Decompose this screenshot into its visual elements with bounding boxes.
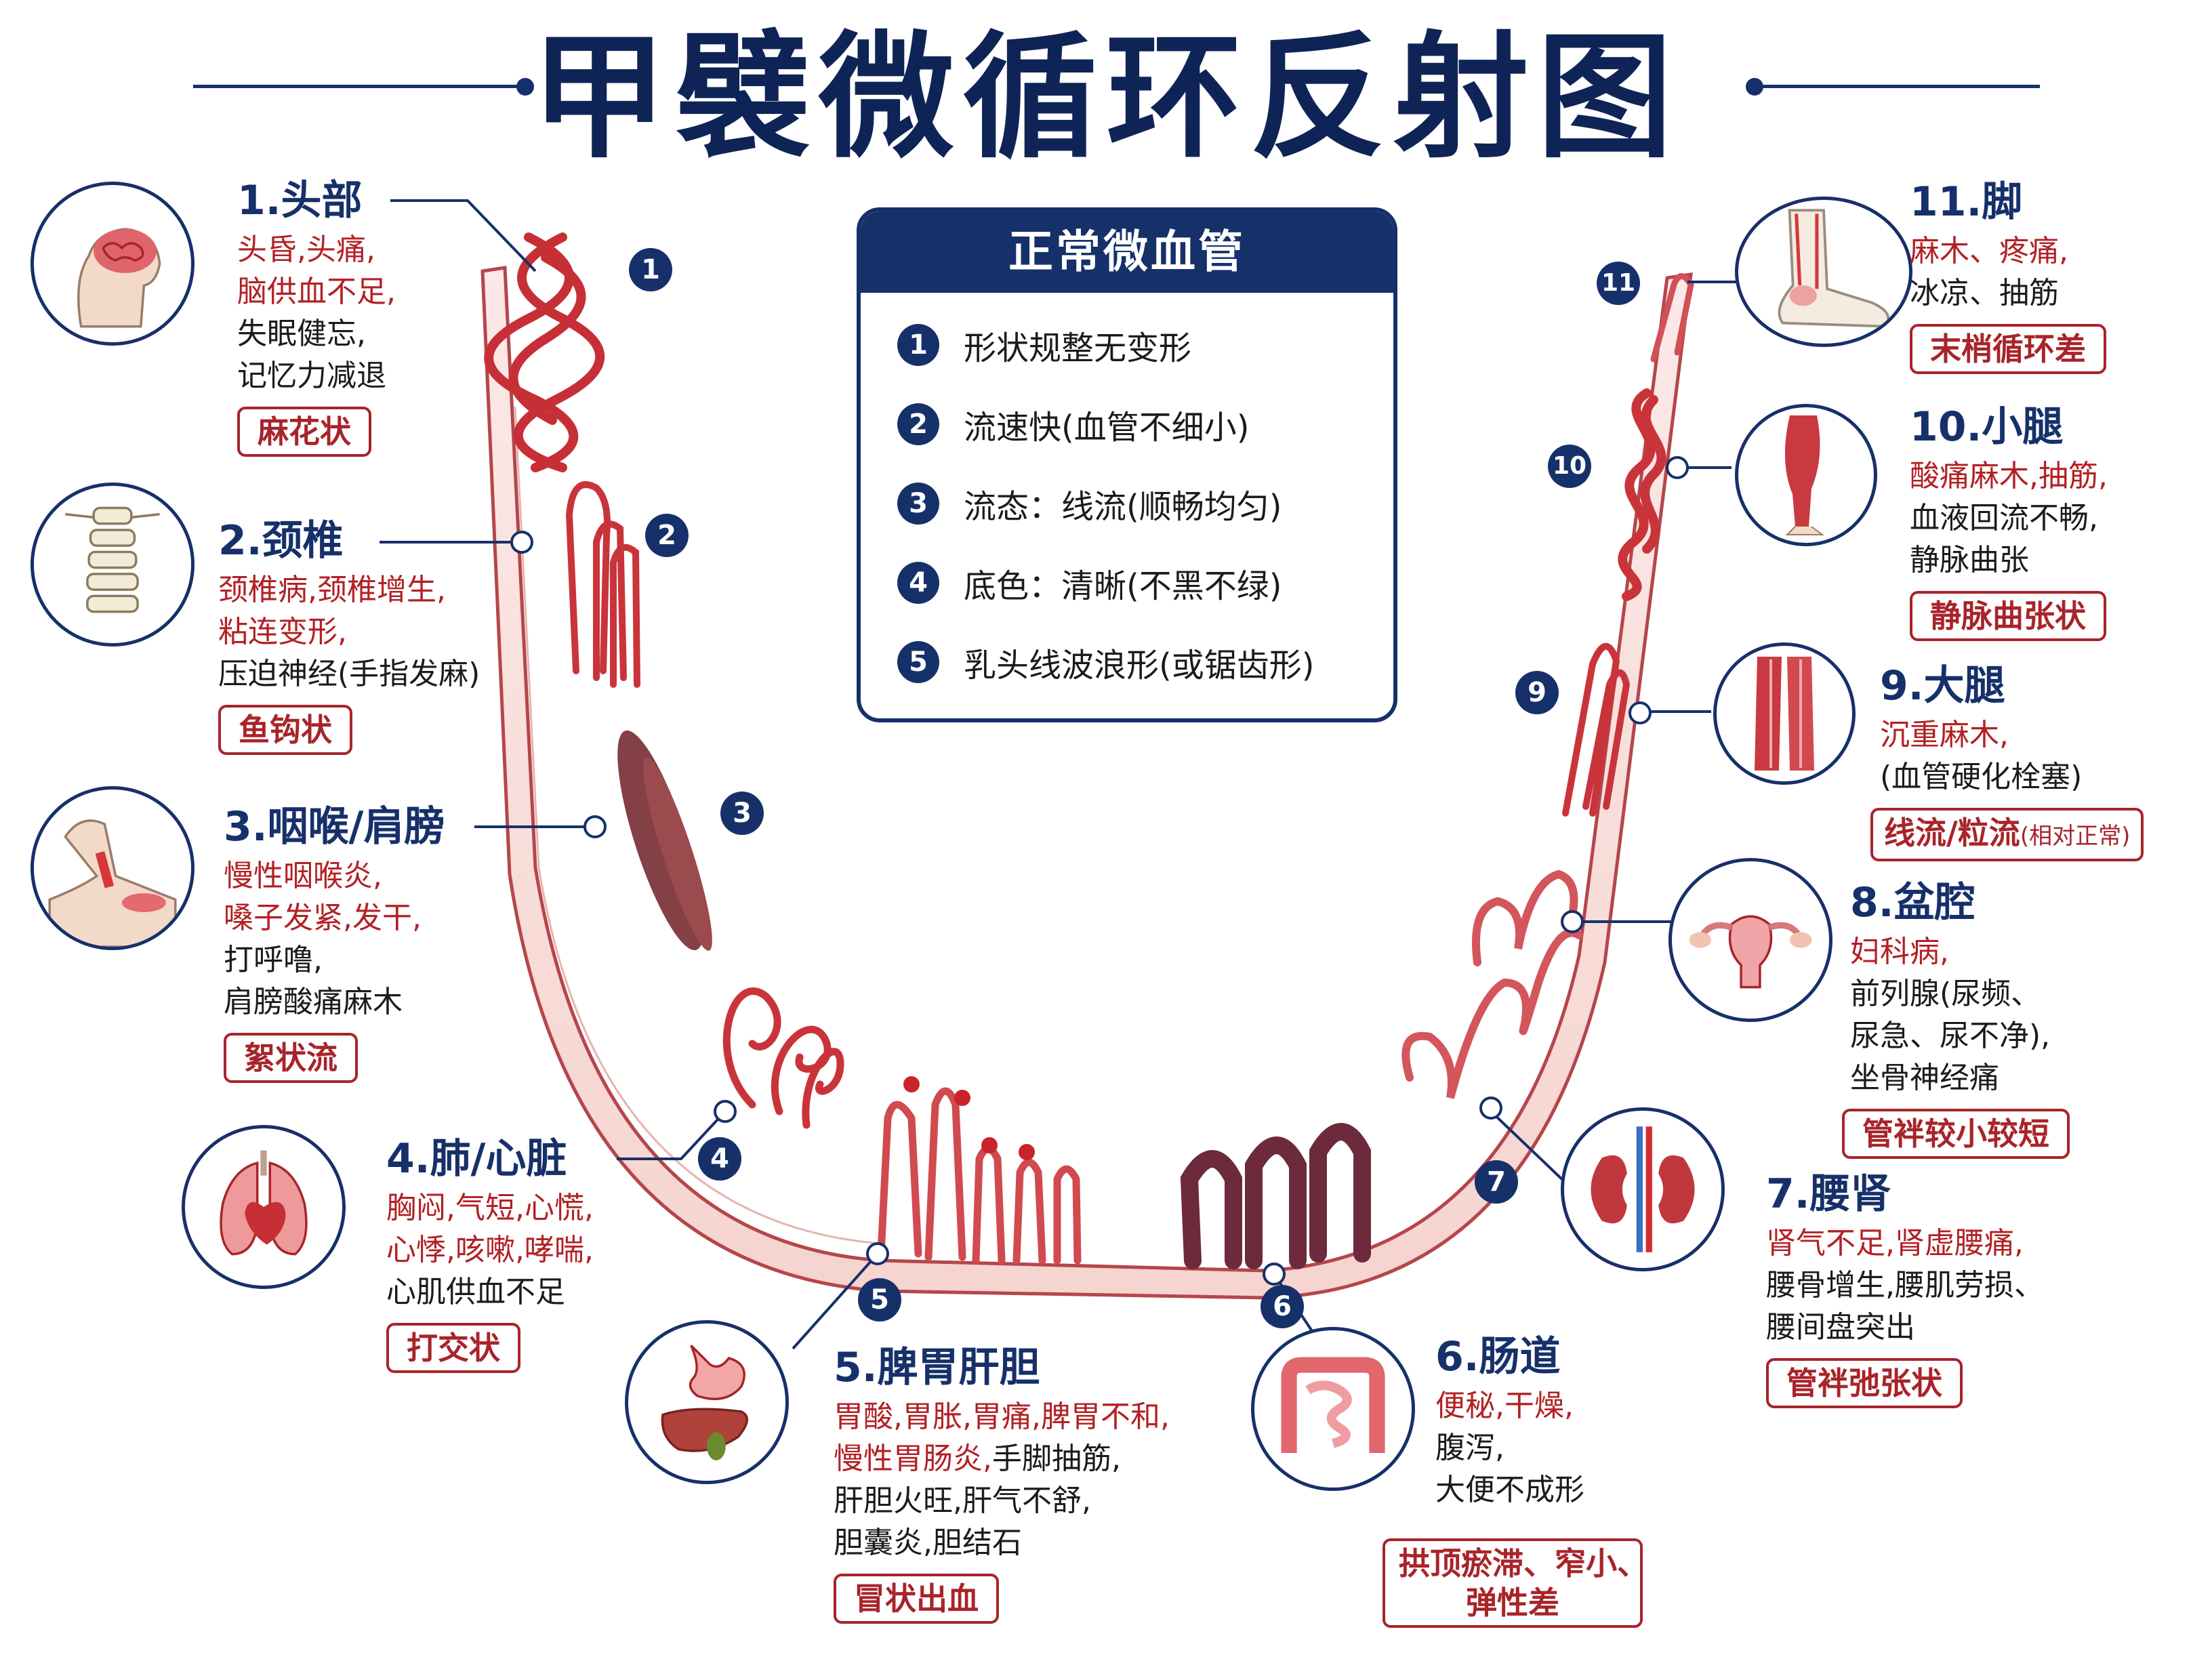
marker-6: 6 [1261, 1285, 1304, 1328]
cervical-spine-icon [30, 483, 194, 647]
capillary-bleeding [877, 1087, 1082, 1265]
pattern-tag: 打交状 [386, 1323, 520, 1373]
title-rule-right [1762, 85, 2040, 88]
leader-nodes [510, 456, 1689, 1286]
section-neck: 2.颈椎 颈椎病,颈椎增生, 粘连变形, 压迫神经(手指发麻) 鱼钩状 [218, 516, 480, 755]
title-rule-left [193, 85, 518, 88]
section-pelvis: 8.盆腔 妇科病, 前列腺(尿频、 尿急、尿不净), 坐骨神经痛 管袢较小较短 [1842, 878, 2070, 1159]
capillary-varicose [1618, 388, 1666, 601]
lungs-heart-icon [182, 1125, 346, 1289]
section-title: 4.肺/心脏 [386, 1135, 567, 1183]
intestine-icon [1251, 1327, 1415, 1491]
marker-11: 11 [1597, 262, 1640, 305]
capillary-peripheral [1650, 273, 1694, 363]
section-lung-heart: 4.肺/心脏 胸闷,气短,心慌, 心悸,咳嗽,哮喘, 心肌供血不足 打交状 [386, 1134, 594, 1373]
section-title: 11.脚 [1910, 178, 2023, 226]
pattern-tag: 冒状出血 [834, 1574, 999, 1624]
pattern-tag: 静脉曲张状 [1910, 591, 2106, 641]
uterus-icon [1668, 858, 1832, 1022]
section-head: 1.头部 头昏,头痛, 脑供血不足, 失眠健忘, 记忆力减退 麻花状 [237, 176, 396, 457]
capillary-dilated [1401, 869, 1583, 1099]
capillary-fishhook [565, 481, 640, 688]
section-title: 1.头部 [237, 177, 363, 224]
section-calf: 10.小腿 酸痛麻木,抽筋, 血液回流不畅, 静脉曲张 静脉曲张状 [1910, 403, 2108, 641]
section-title: 9.大腿 [1880, 662, 2005, 710]
pattern-tag: 管袢较小较短 [1842, 1109, 2070, 1159]
marker-4: 4 [698, 1137, 741, 1181]
capillary-hairpin [1562, 642, 1631, 817]
pattern-tag: 线流/粒流(相对正常) [1870, 808, 2144, 861]
capillary-flocculent [617, 730, 712, 951]
nailfold-band [480, 266, 1693, 1300]
thigh-muscle-icon [1713, 642, 1856, 785]
marker-3: 3 [720, 792, 764, 835]
marker-2: 2 [645, 514, 689, 557]
section-intestine: 6.肠道 便秘,干燥, 腹泻, 大便不成形 [1435, 1333, 1584, 1507]
throat-shoulder-icon [30, 786, 194, 950]
section-throat-shoulder: 3.咽喉/肩膀 慢性咽喉炎, 嗓子发紧,发干, 打呼噜, 肩膀酸痛麻木 絮状流 [224, 802, 445, 1083]
capillary-braid [484, 232, 605, 472]
section-title: 5.脾胃肝胆 [834, 1344, 1040, 1391]
title-dot-right [1746, 78, 1763, 96]
calf-muscle-icon [1735, 404, 1877, 546]
section-thigh: 9.大腿 沉重麻木, (血管硬化栓塞) 线流/粒流(相对正常) [1870, 661, 2144, 861]
kidney-icon [1561, 1107, 1725, 1271]
marker-7: 7 [1475, 1160, 1518, 1204]
page-title: 甲襞微循环反射图 [531, 19, 1681, 177]
section-title: 10.小腿 [1910, 403, 2064, 451]
brain-icon [30, 182, 194, 346]
pattern-tag: 鱼钩状 [218, 705, 352, 755]
section-foot: 11.脚 麻木、疼痛, 冰凉、抽筋 末梢循环差 [1910, 178, 2106, 374]
pattern-tag: 麻花状 [237, 407, 371, 457]
marker-1: 1 [629, 248, 672, 291]
section-title: 2.颈椎 [218, 517, 344, 565]
section-spleen-stomach: 5.脾胃肝胆 胃酸,胃胀,胃痛,脾胃不和, 慢性胃肠炎,手脚抽筋, 肝胆火旺,肝… [834, 1343, 1170, 1624]
pattern-tag: 管袢弛张状 [1766, 1358, 1963, 1408]
foot-icon [1735, 197, 1912, 347]
marker-8: 9 [1515, 671, 1559, 714]
leader-lines [380, 199, 1738, 1350]
title-dot-left [516, 78, 534, 96]
marker-5: 5 [858, 1278, 901, 1322]
capillary-stasis [1180, 1123, 1371, 1269]
pattern-tag: 拱顶瘀滞、窄小、 弹性差 [1382, 1538, 1648, 1628]
normal-box-title: 正常微血管 [861, 211, 1393, 293]
hemorrhage-dots [903, 1076, 1035, 1160]
section-kidney: 7.腰肾 肾气不足,肾虚腰痛, 腰骨增生,腰肌劳损、 腰间盘突出 管袢弛张状 [1766, 1170, 2044, 1408]
pattern-tag: 絮状流 [224, 1033, 358, 1083]
section-title: 7.腰肾 [1766, 1170, 1891, 1218]
stomach-liver-icon [625, 1320, 789, 1484]
pattern-tag: 末梢循环差 [1910, 324, 2106, 374]
capillary-tangle [722, 987, 844, 1129]
section-title: 6.肠道 [1435, 1333, 1561, 1380]
section-title: 3.咽喉/肩膀 [224, 803, 445, 851]
section-title: 8.盆腔 [1850, 879, 1975, 926]
marker-10: 10 [1548, 445, 1591, 488]
